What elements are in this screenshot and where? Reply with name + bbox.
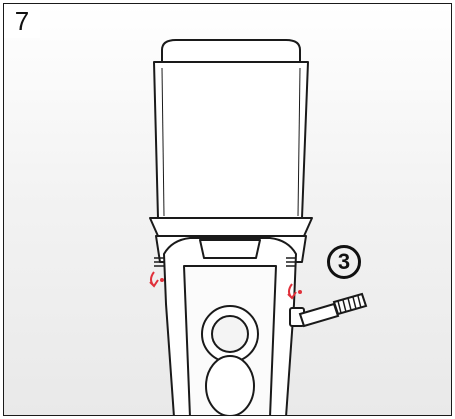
- front-cap: [199, 239, 261, 259]
- toilet-illustration: [149, 39, 368, 415]
- lower-opening: [205, 355, 255, 415]
- rotate-arrow-icon: [287, 283, 297, 300]
- figure-frame: 7 3: [3, 3, 452, 416]
- ratchet-wrench-icon: [289, 292, 368, 328]
- callout-number: 3: [327, 245, 361, 279]
- step-number: 7: [4, 4, 40, 38]
- rotate-arrow-icon: [149, 271, 159, 288]
- tank-lid: [161, 39, 301, 63]
- mounting-bolts: [154, 257, 296, 267]
- tank: [153, 61, 309, 219]
